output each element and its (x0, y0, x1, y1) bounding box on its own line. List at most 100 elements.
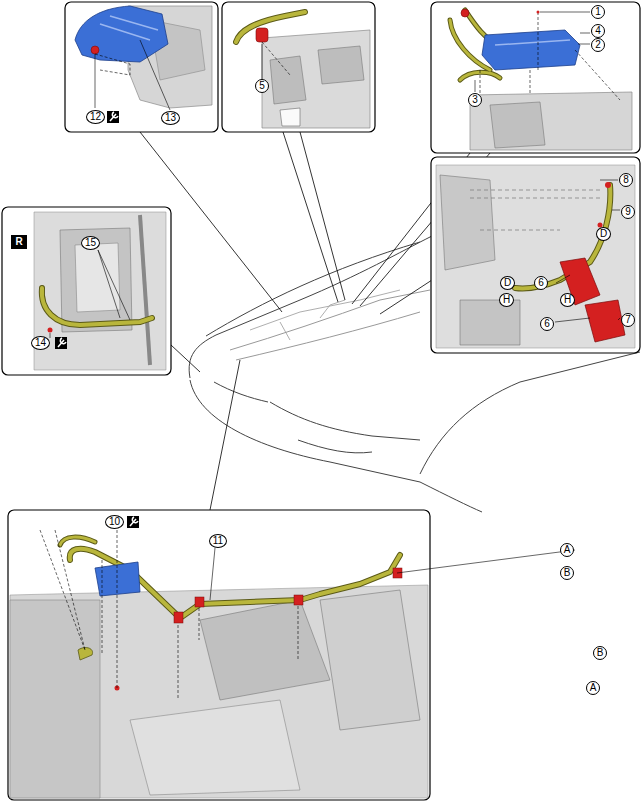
detail-panel (95, 54, 130, 75)
detail-panel (294, 595, 303, 605)
detail-panel (48, 328, 53, 333)
detail-panel (236, 12, 305, 42)
detail-panel (537, 11, 540, 14)
detail-panel (60, 537, 95, 545)
callout-number: 11 (209, 534, 227, 548)
leader-line (171, 345, 200, 372)
detail-panel (495, 40, 570, 45)
detail-panel (78, 648, 93, 660)
detail-panel (200, 600, 330, 700)
callout-number: 7 (621, 313, 635, 327)
reference-letter: B (560, 566, 574, 580)
detail-panel (515, 185, 610, 289)
detail-panel (95, 54, 96, 108)
detail-panel (107, 111, 119, 123)
detail-panel (480, 12, 620, 100)
engine-bay (320, 300, 345, 318)
vehicle-outline (190, 380, 482, 512)
engine-bay (250, 290, 400, 340)
callout-number: 8 (619, 173, 633, 187)
detail-panel (490, 102, 545, 148)
callout-number: 5 (255, 79, 269, 93)
detail-panel (262, 44, 263, 80)
vehicle-outline (189, 160, 640, 378)
leader-line (210, 360, 240, 510)
detail-panel (431, 2, 640, 153)
detail-panel (256, 28, 268, 42)
detail-panel (605, 182, 611, 188)
reference-letter: B (593, 646, 607, 660)
detail-panel (2, 207, 171, 375)
callout-number: 12 (86, 110, 105, 124)
detail-panel (270, 46, 364, 104)
detail-panel (34, 212, 166, 370)
detail-panel (42, 288, 152, 325)
detail-panel (58, 338, 66, 347)
detail-panel (222, 2, 375, 132)
engine-bay (280, 322, 290, 340)
leader-line (380, 280, 432, 314)
detail-panel (10, 600, 100, 798)
reference-letter: A (560, 543, 574, 557)
detail-panel (440, 175, 495, 270)
detail-panel (431, 2, 640, 153)
detail-panel (236, 12, 305, 42)
callout-number: 10 (105, 515, 124, 529)
detail-panel (540, 12, 590, 44)
detail-panel (555, 180, 620, 322)
detail-panel (482, 30, 580, 70)
detail-panel (461, 9, 469, 17)
detail-panel (2, 207, 171, 375)
detail-panel (585, 300, 625, 342)
detail-panel (280, 108, 300, 126)
detail-panel (127, 516, 139, 528)
engine-bay (250, 290, 400, 330)
callout-number: 9 (621, 205, 635, 219)
reference-letter: H (560, 293, 575, 307)
detail-panel (431, 157, 640, 353)
reference-letter: H (499, 293, 514, 307)
vehicle-outline (236, 312, 420, 360)
detail-panel (475, 80, 476, 92)
reference-letter: D (500, 276, 515, 290)
callout-number: 3 (468, 93, 482, 107)
detail-panel (60, 228, 132, 332)
detail-panel (515, 185, 610, 289)
detail-panel (130, 700, 300, 795)
detail-panel (100, 16, 158, 40)
detail-panel (262, 30, 370, 128)
detail-panel (75, 6, 168, 62)
detail-panel (110, 112, 118, 121)
detail-panel (40, 530, 298, 700)
detail-panel (91, 46, 99, 54)
callout-number: 6 (540, 317, 554, 331)
leader-line (283, 132, 338, 302)
reference-letter: A (586, 681, 600, 695)
detail-panel (70, 549, 400, 618)
vehicle-outline (420, 352, 640, 474)
detail-panel (65, 2, 218, 132)
detail-panel (470, 190, 600, 230)
detail-panel (460, 300, 520, 345)
detail-panel (60, 537, 95, 545)
callout-number: 1 (591, 5, 605, 19)
detail-panel (436, 165, 635, 348)
detail-panel (8, 510, 575, 800)
detail-panel (65, 2, 218, 132)
detail-panel (431, 157, 640, 353)
detail-panel (50, 333, 51, 338)
callout-number: 13 (161, 111, 180, 125)
detail-panel (262, 42, 290, 75)
detail-panel (8, 510, 430, 800)
reference-letter: D (596, 227, 611, 241)
vehicle-outline (270, 402, 420, 440)
detail-panel (130, 517, 138, 526)
leader-line (300, 132, 345, 300)
detail-panel (70, 549, 400, 618)
view-marker: R (11, 235, 27, 249)
vehicle-outline (298, 440, 372, 453)
detail-panel (470, 92, 632, 150)
detail-panel (210, 548, 575, 600)
detail-panel (174, 612, 183, 623)
